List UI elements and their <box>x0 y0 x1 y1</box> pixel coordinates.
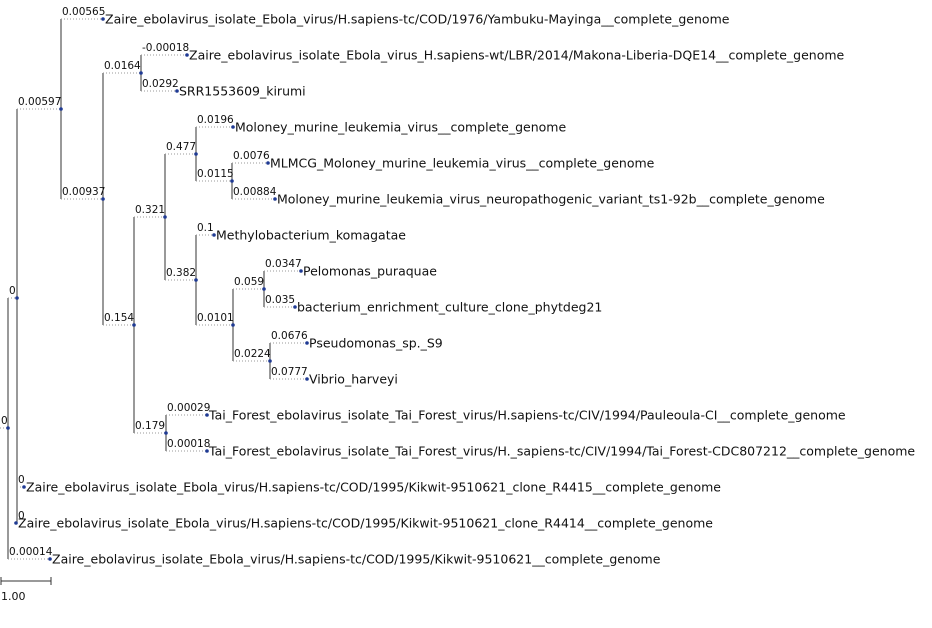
node-dot-L14 <box>22 485 26 489</box>
leaf-labels: Zaire_ebolavirus_isolate_Ebola_virus/H.s… <box>18 12 915 567</box>
branch-length-L6: 0.00884 <box>233 186 277 198</box>
branch-length-L15: 0 <box>18 510 25 522</box>
branch-length-L12: 0.00029 <box>167 402 210 414</box>
branch-length-labels: 0 0 0.00597 0.00937 0.0164 0.154 0.321 0.477 0.0… <box>1 6 308 558</box>
branch-length-N_b: 0.00597 <box>18 96 61 108</box>
leaf-label-L2: Zaire_ebolavirus_isolate_Ebola_virus_H.s… <box>189 48 845 63</box>
node-dot-N_b <box>59 107 63 111</box>
branch-length-N_j: 0.0101 <box>197 312 234 324</box>
node-dot-N_d <box>139 71 143 75</box>
branch-length-N_i: 0.382 <box>166 267 196 279</box>
node-dot-N_m <box>268 359 272 363</box>
leaf-label-L9: bacterium_enrichment_culture_clone_phytd… <box>297 300 602 315</box>
branch-length-L7: 0.1 <box>197 222 214 234</box>
branch-length-L13: 0.00018 <box>167 438 210 450</box>
branch-length-N_a: 0 <box>9 285 16 297</box>
branch-length-L1: 0.00565 <box>62 6 105 18</box>
node-dot-N_root <box>6 426 10 430</box>
node-dot-N_a <box>15 296 19 300</box>
node-dot-N_p <box>164 431 168 435</box>
leaf-label-L8: Pelomonas_puraquae <box>303 264 437 279</box>
branch-length-N_h: 0.0115 <box>197 168 234 180</box>
branch-length-L4: 0.0196 <box>197 114 234 126</box>
scale-bar: 1.00 <box>0 577 52 603</box>
node-dot-N_h <box>230 179 234 183</box>
node-dot-L15 <box>14 521 18 525</box>
branch-length-N_p: 0.179 <box>135 420 165 432</box>
branch-length-L5: 0.0076 <box>233 150 270 162</box>
leaf-label-L16: Zaire_ebolavirus_isolate_Ebola_virus/H.s… <box>52 552 661 567</box>
scale-bar-label: 1.00 <box>1 590 26 603</box>
node-dot-L9 <box>293 305 297 309</box>
branch-length-L10: 0.0676 <box>271 330 308 342</box>
node-dot-N_f <box>163 215 167 219</box>
node-dot-L11 <box>305 377 309 381</box>
leaf-label-L15: Zaire_ebolavirus_isolate_Ebola_virus/H.s… <box>18 516 713 531</box>
node-dot-L12 <box>205 413 209 417</box>
leaf-label-L7: Methylobacterium_komagatae <box>216 228 406 243</box>
leaf-label-L6: Moloney_murine_leukemia_virus_neuropatho… <box>277 192 825 207</box>
leaf-label-L13: Tai_Forest_ebolavirus_isolate_Tai_Forest… <box>208 444 915 459</box>
leaf-label-L1: Zaire_ebolavirus_isolate_Ebola_virus/H.s… <box>105 12 730 27</box>
branch-length-N_f: 0.321 <box>135 204 165 216</box>
node-dot-L2 <box>185 53 189 57</box>
tree-nodes <box>6 17 309 561</box>
leaf-label-L12: Tai_Forest_ebolavirus_isolate_Tai_Forest… <box>208 408 846 423</box>
leaf-label-L5: MLMCG_Moloney_murine_leukemia_virus__com… <box>270 156 655 171</box>
branch-length-N_e: 0.154 <box>104 312 134 324</box>
leaf-label-L3: SRR1553609_kirumi <box>179 84 306 99</box>
branch-length-L3: 0.0292 <box>142 78 179 90</box>
branch-length-N_c: 0.00937 <box>62 186 105 198</box>
node-dot-L3 <box>175 89 179 93</box>
branch-length-L11: 0.0777 <box>271 366 308 378</box>
leaf-label-L4: Moloney_murine_leukemia_virus__complete_… <box>235 120 566 135</box>
node-dot-N_i <box>194 278 198 282</box>
node-dot-L6 <box>273 197 277 201</box>
branch-length-N_m: 0.0224 <box>234 348 271 360</box>
node-dot-N_j <box>231 323 235 327</box>
branch-length-L8: 0.0347 <box>265 258 302 270</box>
node-dot-L13 <box>205 449 209 453</box>
node-dot-L8 <box>299 269 303 273</box>
branch-length-N_k: 0.059 <box>234 276 264 288</box>
node-dot-N_g <box>194 152 198 156</box>
branch-length-N_g: 0.477 <box>166 141 196 153</box>
node-dot-L4 <box>231 125 235 129</box>
node-dot-L16 <box>48 557 52 561</box>
node-dot-N_c <box>101 197 105 201</box>
node-dot-N_e <box>132 323 136 327</box>
leaf-label-L11: Vibrio_harveyi <box>309 372 398 387</box>
node-dot-L10 <box>305 341 309 345</box>
branch-length-L2: -0.00018 <box>142 42 189 54</box>
branch-length-L16: 0.00014 <box>9 546 53 558</box>
branch-length-L14: 0 <box>18 474 25 486</box>
node-dot-N_k <box>262 287 266 291</box>
leaf-label-L10: Pseudomonas_sp._S9 <box>309 336 443 351</box>
node-dot-L7 <box>212 233 216 237</box>
branch-length-N_d: 0.0164 <box>104 60 141 72</box>
branch-length-L9: 0.035 <box>265 294 295 306</box>
node-dot-L1 <box>101 17 105 21</box>
node-dot-L5 <box>266 161 270 165</box>
branch-length-N_root: 0 <box>1 415 8 427</box>
leaf-label-L14: Zaire_ebolavirus_isolate_Ebola_virus/H.s… <box>26 480 721 495</box>
